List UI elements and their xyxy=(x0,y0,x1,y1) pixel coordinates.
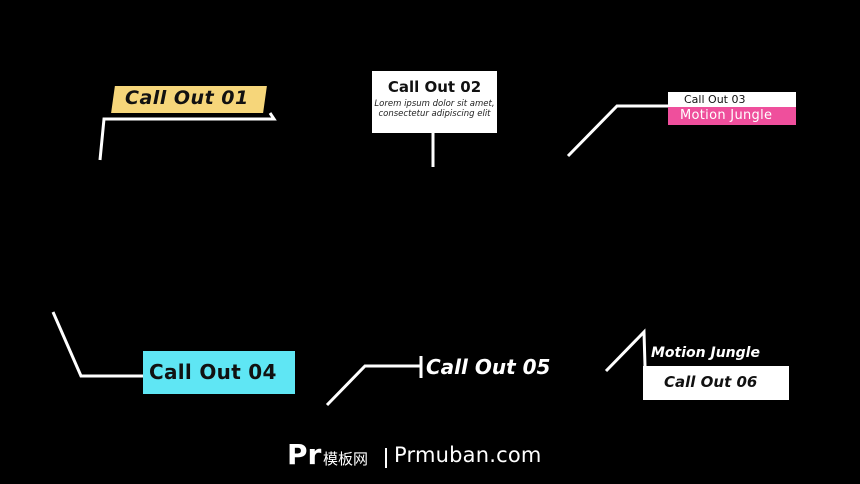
watermark-url: Prmuban.com xyxy=(394,443,542,467)
callout-06-subtitle: Motion Jungle xyxy=(651,345,760,361)
callout-03-title-box xyxy=(668,92,796,107)
callout-01-label: Call Out 01 xyxy=(125,87,249,109)
watermark-cn-text: 模板网 xyxy=(323,450,369,468)
callout-04-label: Call Out 04 xyxy=(149,360,277,384)
callout-02-body: Lorem ipsum dolor sit amet, consectetur … xyxy=(374,99,495,119)
callout-05-leader xyxy=(325,364,421,407)
callout-04-box xyxy=(143,351,295,394)
callout-06-leader xyxy=(604,328,647,373)
callout-03-label: Call Out 03 xyxy=(684,93,746,106)
callout-02-title: Call Out 02 xyxy=(387,78,482,96)
callout-02-card xyxy=(372,71,497,133)
callout-06-label: Call Out 06 xyxy=(664,373,758,391)
callout-03-subtitle-box xyxy=(668,107,796,125)
callout-03-leader xyxy=(566,104,668,158)
watermark-pr-logo: Pr xyxy=(287,438,322,471)
callout-05-label: Call Out 05 xyxy=(426,355,551,379)
callout-04-leader xyxy=(51,311,143,378)
callout-06-box xyxy=(643,366,789,400)
watermark-separator xyxy=(385,448,387,468)
callout-03-subtitle: Motion Jungle xyxy=(680,108,773,123)
callout-01-leader xyxy=(98,112,277,161)
